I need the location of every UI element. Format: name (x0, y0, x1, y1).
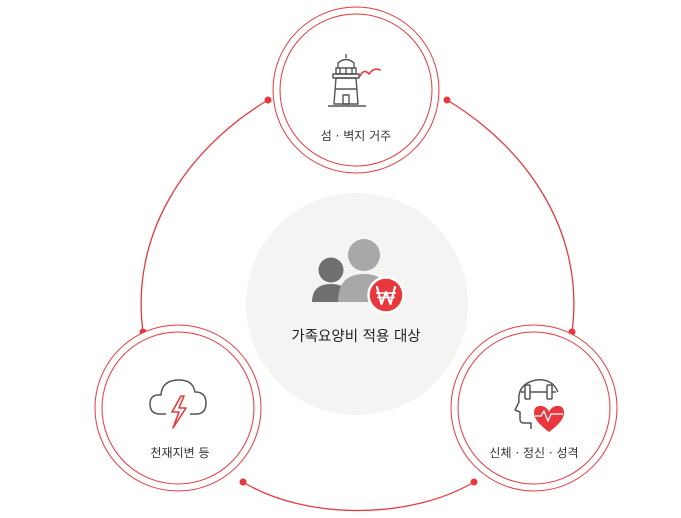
dot-bottom-left (239, 478, 247, 486)
node-label-condition: 신체 · 정신 · 성격 (489, 446, 579, 460)
center-title: 가족요양비 적용 대상 (291, 329, 421, 345)
arc-bottom (242, 481, 475, 512)
node-label-island: 섬 · 벽지 거주 (320, 129, 392, 143)
head-heart-dumbbell-icon (514, 379, 564, 432)
node-island (272, 6, 440, 174)
node-label-disaster: 천재지변 등 (150, 446, 210, 460)
connector-arcs (140, 99, 575, 512)
arc-top-left (140, 99, 269, 333)
storm-cloud-icon (149, 379, 207, 429)
dot-top-right (443, 96, 451, 104)
dot-top-left (264, 96, 272, 104)
dot-bottom-right (470, 478, 478, 486)
won-badge-icon (367, 276, 405, 314)
node-condition (450, 324, 618, 492)
arc-top-right (446, 99, 575, 333)
node-disaster (94, 324, 262, 492)
lighthouse-icon (328, 54, 366, 107)
center-node (246, 193, 468, 415)
seagull-icon (359, 68, 381, 77)
connector-dots (139, 96, 576, 486)
